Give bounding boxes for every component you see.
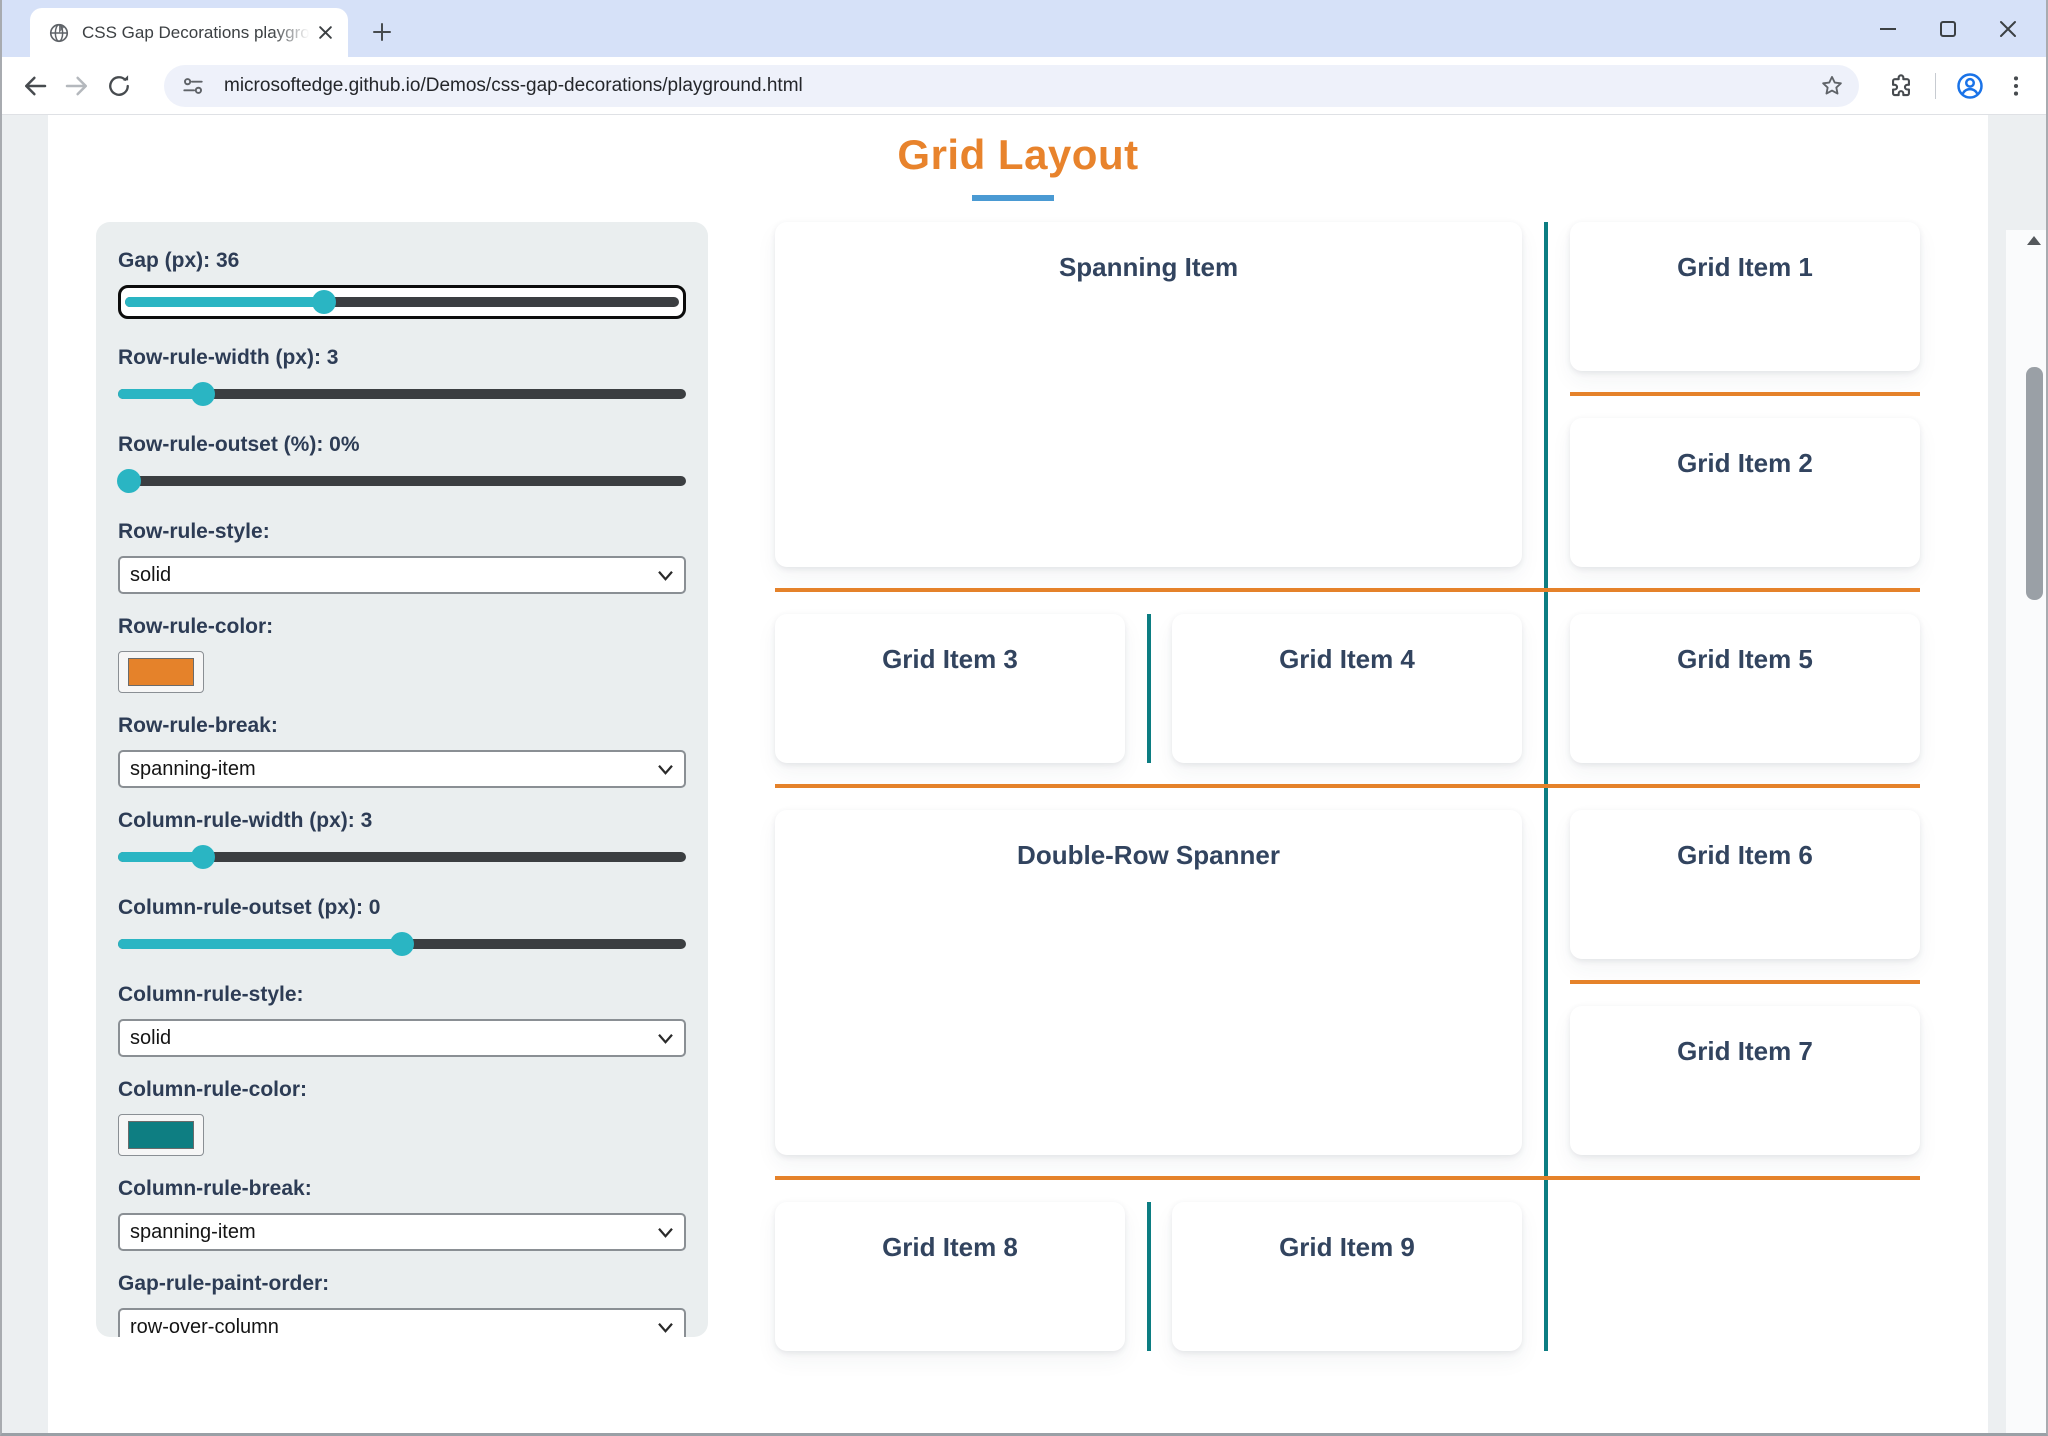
row-rule-gap3-full xyxy=(775,784,1920,788)
url-text: microsoftedge.github.io/Demos/css-gap-de… xyxy=(224,75,803,96)
browser-tab[interactable]: CSS Gap Decorations playgroun xyxy=(30,8,348,57)
column-rule-break-select[interactable]: spanning-item xyxy=(118,1213,686,1251)
row-rule-break-select[interactable]: spanning-item xyxy=(118,750,686,788)
column-rule-outset-thumb[interactable] xyxy=(390,932,414,956)
back-button[interactable] xyxy=(14,65,56,107)
column-rule-style-value: solid xyxy=(130,1026,172,1049)
grid-card-item-7: Grid Item 7 xyxy=(1570,1006,1920,1155)
chevron-down-icon xyxy=(658,1228,673,1238)
row-rule-outset-track[interactable] xyxy=(118,476,686,486)
toolbar-separator xyxy=(1935,73,1936,99)
grid-card-item-6: Grid Item 6 xyxy=(1570,810,1920,959)
row-rule-outset-label: Row-rule-outset (%): 0% xyxy=(118,433,360,456)
scrollbar-up-arrow-icon[interactable] xyxy=(2027,236,2041,245)
toolbar-right-icons xyxy=(1881,65,2036,107)
column-rule-color-picker[interactable] xyxy=(118,1114,204,1156)
gap-label: Gap (px): 36 xyxy=(118,249,240,272)
controls-panel: Gap (px): 36 Row-rule-width (px): 3 Row-… xyxy=(96,222,708,1337)
column-rule-style-label: Column-rule-style: xyxy=(118,983,304,1006)
menu-kebab-icon[interactable] xyxy=(1996,66,2036,106)
gap-slider-track[interactable] xyxy=(125,297,679,307)
gap-slider[interactable] xyxy=(118,285,686,319)
row-rule-outset-thumb[interactable] xyxy=(117,469,142,493)
grid-card-item-9: Grid Item 9 xyxy=(1172,1202,1522,1351)
gap-rule-paint-order-select[interactable]: row-over-column xyxy=(118,1308,686,1337)
row-rule-width-label: Row-rule-width (px): 3 xyxy=(118,346,339,369)
tab-close-icon[interactable] xyxy=(314,22,336,44)
row-rule-gap2-full xyxy=(775,588,1920,592)
grid-card-double-row-spanner: Double-Row Spanner xyxy=(775,810,1522,1155)
row-rule-width-thumb[interactable] xyxy=(191,382,216,406)
column-rule-break-value: spanning-item xyxy=(130,1220,256,1243)
grid-card-item-3: Grid Item 3 xyxy=(775,614,1125,763)
site-info-icon[interactable] xyxy=(180,73,206,99)
column-rule-outset-slider[interactable] xyxy=(118,932,686,956)
row-rule-color-picker[interactable] xyxy=(118,651,204,693)
column-rule-style-select[interactable]: solid xyxy=(118,1019,686,1057)
vertical-scrollbar[interactable] xyxy=(2006,230,2046,1433)
title-underline xyxy=(972,195,1054,201)
row-rule-gap1-col3 xyxy=(1570,392,1920,396)
main-surface: Grid Layout Gap (px): 36 Row-rule-width … xyxy=(48,115,1988,1433)
row-rule-break-value: spanning-item xyxy=(130,757,256,780)
chevron-down-icon xyxy=(658,1323,673,1333)
column-rule-width-track[interactable] xyxy=(118,852,686,862)
gap-rule-paint-order-label: Gap-rule-paint-order: xyxy=(118,1272,330,1295)
gap-slider-fill xyxy=(125,297,325,307)
grid-demo-area: Spanning Item Grid Item 1 Grid Item 2 Gr… xyxy=(775,222,1920,1351)
extensions-puzzle-icon[interactable] xyxy=(1881,66,1921,106)
row-rule-width-track[interactable] xyxy=(118,389,686,399)
row-rule-gap4-col3 xyxy=(1570,980,1920,984)
window-controls xyxy=(1858,0,2038,57)
row-rule-outset-slider[interactable] xyxy=(117,469,686,493)
grid-card-item-1: Grid Item 1 xyxy=(1570,222,1920,371)
maximize-button[interactable] xyxy=(1918,6,1978,52)
new-tab-button[interactable] xyxy=(364,14,400,50)
column-rule-width-slider[interactable] xyxy=(118,845,686,869)
column-rule-width-label: Column-rule-width (px): 3 xyxy=(118,809,373,832)
row-rule-width-fill xyxy=(118,389,204,399)
minimize-button[interactable] xyxy=(1858,6,1918,52)
grid-card-item-5: Grid Item 5 xyxy=(1570,614,1920,763)
column-rule-outset-label: Column-rule-outset (px): 0 xyxy=(118,896,381,919)
forward-button[interactable] xyxy=(56,65,98,107)
row-rule-style-value: solid xyxy=(130,563,172,586)
page-title: Grid Layout xyxy=(897,131,1139,178)
row-rule-gap5-full xyxy=(775,1176,1920,1180)
row-rule-width-slider[interactable] xyxy=(118,382,686,406)
tab-title: CSS Gap Decorations playgroun xyxy=(82,22,314,42)
row-rule-style-select[interactable]: solid xyxy=(118,556,686,594)
chevron-down-icon xyxy=(658,1034,673,1044)
column-rule-width-thumb[interactable] xyxy=(191,845,216,869)
page-content-area: Grid Layout Gap (px): 36 Row-rule-width … xyxy=(2,115,2046,1433)
scrollbar-thumb[interactable] xyxy=(2026,367,2043,600)
globe-favicon-icon xyxy=(49,23,69,42)
gap-rule-paint-order-value: row-over-column xyxy=(130,1315,279,1338)
url-bar[interactable]: microsoftedge.github.io/Demos/css-gap-de… xyxy=(164,65,1859,107)
column-rule-width-fill xyxy=(118,852,204,862)
column-rule-break-label: Column-rule-break: xyxy=(118,1177,312,1200)
reload-button[interactable] xyxy=(98,65,140,107)
grid-card-item-2: Grid Item 2 xyxy=(1570,418,1920,567)
column-rule-color-label: Column-rule-color: xyxy=(118,1078,307,1101)
profile-avatar-icon[interactable] xyxy=(1950,66,1990,106)
column-rule-color-swatch xyxy=(128,1121,194,1149)
browser-toolbar: microsoftedge.github.io/Demos/css-gap-de… xyxy=(2,57,2046,115)
row-rule-break-label: Row-rule-break: xyxy=(118,714,278,737)
bookmark-star-icon[interactable] xyxy=(1819,73,1845,99)
row-rule-color-label: Row-rule-color: xyxy=(118,615,274,638)
column-rule-outset-fill xyxy=(118,939,402,949)
column-rule-col1-col2-row3 xyxy=(1147,614,1151,763)
close-window-button[interactable] xyxy=(1978,6,2038,52)
row-rule-style-label: Row-rule-style: xyxy=(118,520,270,543)
row-rule-color-swatch xyxy=(128,658,194,686)
chevron-down-icon xyxy=(658,765,673,775)
grid-card-item-8: Grid Item 8 xyxy=(775,1202,1125,1351)
grid-card-spanning-item: Spanning Item xyxy=(775,222,1522,567)
column-rule-col1-col2-row6 xyxy=(1147,1202,1151,1351)
tab-strip: CSS Gap Decorations playgroun xyxy=(2,0,2046,57)
chevron-down-icon xyxy=(658,571,673,581)
grid-card-item-4: Grid Item 4 xyxy=(1172,614,1522,763)
gap-slider-thumb[interactable] xyxy=(312,290,337,314)
